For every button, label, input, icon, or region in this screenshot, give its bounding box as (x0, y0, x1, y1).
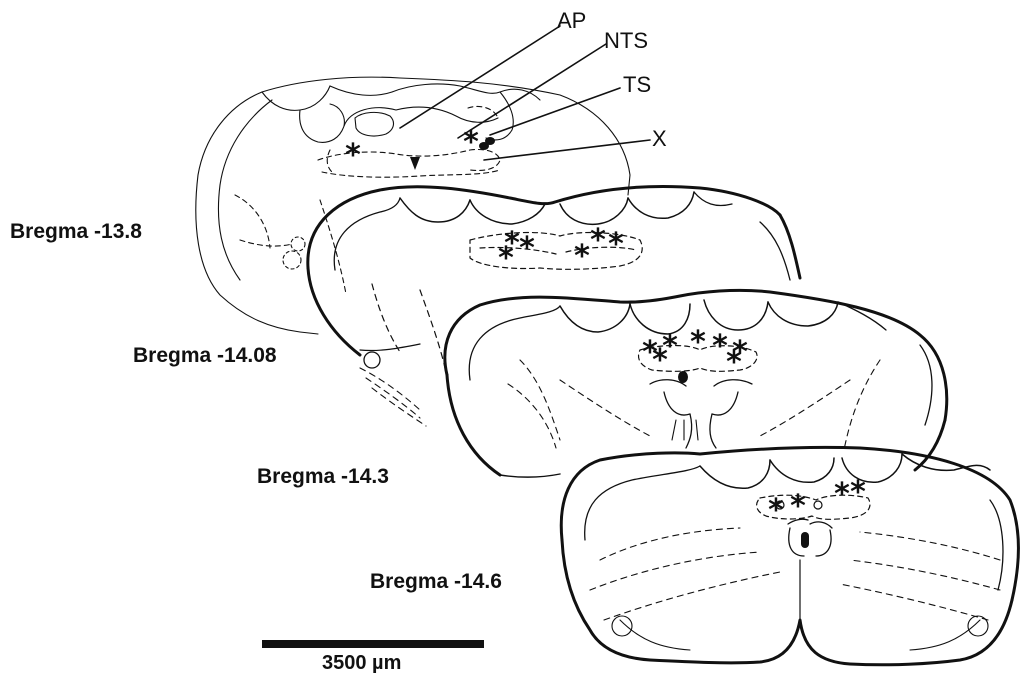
section-outline-2 (308, 187, 800, 426)
injection-site-marker: * (574, 239, 590, 274)
injection-site-marker: * (608, 227, 624, 262)
injection-site-marker: * (590, 223, 606, 258)
injection-site-marker: * (652, 343, 668, 378)
injection-site-marker: * (850, 475, 866, 510)
section-label-3: Bregma -14.3 (257, 465, 389, 489)
section-outline-4 (561, 447, 1018, 664)
label-x: X (652, 126, 667, 152)
scale-bar (262, 640, 484, 648)
ap-area-mark (410, 157, 420, 170)
label-nts: NTS (604, 28, 648, 54)
section4-central-canal (801, 532, 809, 548)
label-ap: AP (557, 8, 586, 34)
injection-site-marker: * (790, 489, 806, 524)
injection-site-marker: * (726, 345, 742, 380)
tract-dot-marker (485, 137, 495, 145)
section-label-1: Bregma -13.8 (10, 220, 142, 244)
scale-bar-label: 3500 µm (322, 652, 401, 675)
injection-site-marker: * (463, 125, 479, 160)
section-outline-1 (196, 77, 630, 334)
section-label-4: Bregma -14.6 (370, 570, 502, 594)
section-label-2: Bregma -14.08 (133, 344, 277, 368)
injection-site-marker: * (690, 325, 706, 360)
injection-site-marker: * (768, 493, 784, 528)
injection-site-marker: * (498, 241, 514, 276)
section3-central-canal (678, 371, 688, 383)
label-ts: TS (623, 72, 651, 98)
injection-site-marker: * (345, 138, 361, 173)
injection-site-marker: * (519, 231, 535, 266)
injection-site-marker: * (834, 477, 850, 512)
